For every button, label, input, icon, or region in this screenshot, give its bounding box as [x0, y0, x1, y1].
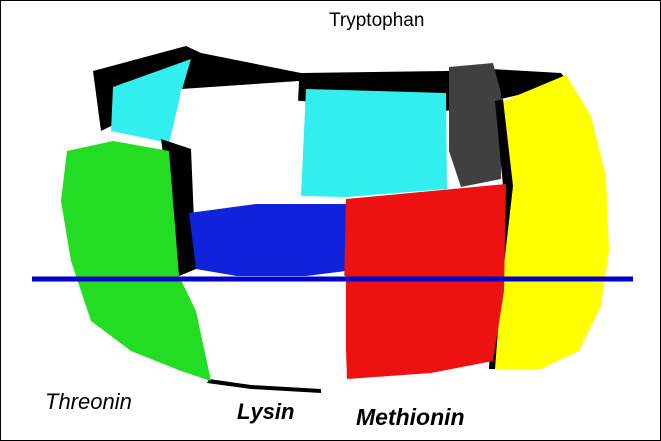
- label-methionin: Methionin: [356, 404, 465, 431]
- label-lysin: Lysin: [237, 399, 294, 425]
- lysin-front-stave: [194, 276, 346, 391]
- back-center-cyan-stave: [301, 89, 447, 197]
- label-threonin: Threonin: [45, 389, 132, 415]
- label-tryptophan: Tryptophan: [329, 10, 424, 32]
- lysin-floor: [189, 204, 346, 281]
- back-dark-stave: [449, 63, 501, 187]
